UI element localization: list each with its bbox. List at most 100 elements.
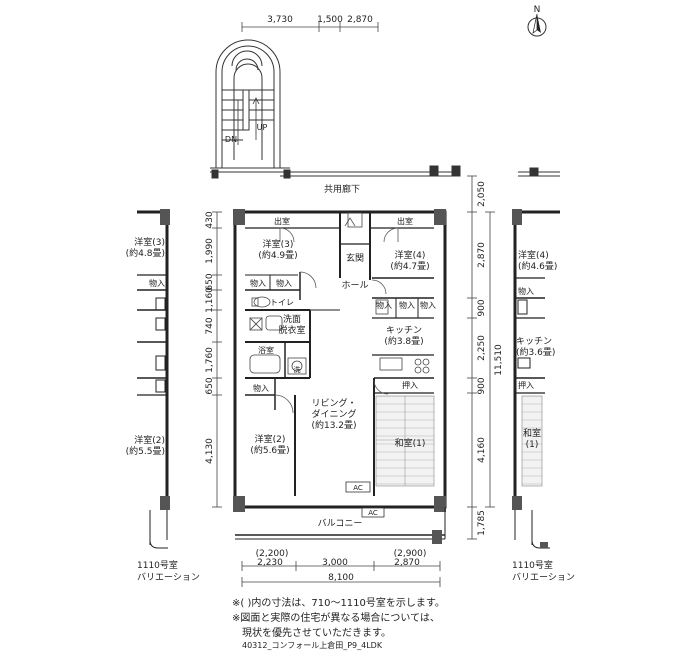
- dim-left-1: 430: [205, 211, 215, 228]
- dim-bottom-paren-2: (2,900): [394, 549, 427, 559]
- main-unit-walls: [233, 209, 447, 512]
- dim-top-1: 3,730: [267, 15, 293, 25]
- balcony-label: バルコニー: [318, 518, 363, 529]
- var-right-bed4-area: (約4.6畳): [518, 260, 557, 272]
- note-3: 現状を優先させていただきます。: [232, 628, 391, 639]
- left-variation-labels: 洋室(3) (約4.8畳) 物入 洋室(2) (約5.5畳) 1110号室 バリ…: [126, 236, 200, 583]
- dim-left-3: 650: [205, 273, 215, 290]
- room-labels: 出室 出室 洋室(3) (約4.9畳) 洋室(4) (約4.7畳) 玄関 ホール…: [250, 216, 436, 529]
- ac-label-balcony: AC: [368, 509, 378, 517]
- kitchen-label: キッチン: [386, 325, 422, 336]
- note-2: ※図面と実際の住宅が異なる場合については、: [232, 613, 440, 624]
- var-left-bed3-area: (約4.8畳): [126, 247, 165, 259]
- dim-top-3: 2,870: [347, 15, 373, 25]
- dim-right-1: 2,050: [477, 181, 487, 207]
- storage-hall: 物入: [376, 300, 392, 310]
- var-left-caption-1: 1110号室: [137, 559, 178, 571]
- bed4-area: (約4.7畳): [390, 260, 429, 272]
- storage-bed3-2: 物入: [276, 278, 292, 288]
- dim-right-2: 2,870: [477, 242, 487, 268]
- dim-bottom-1: 2,230: [257, 558, 283, 568]
- closet-label-bed3: 出室: [274, 216, 290, 226]
- balcony: [235, 507, 446, 544]
- var-right-caption-2: バリエーション: [512, 572, 575, 583]
- closet-label-bed4: 出室: [397, 216, 413, 226]
- hall-label: ホール: [341, 280, 368, 291]
- var-left-caption-2: バリエーション: [137, 572, 200, 583]
- dim-right-5: 900: [477, 377, 487, 394]
- var-left-storage: 物入: [149, 278, 165, 288]
- dim-bottom-total: 8,100: [328, 573, 354, 583]
- storage-bed4-1: 物入: [399, 300, 415, 310]
- var-right-kitchen-area: (約3.6畳): [516, 346, 555, 358]
- left-variation-walls: [137, 209, 170, 549]
- var-right-kitchen-label: キッチン: [516, 336, 552, 347]
- genkan-label: 玄関: [346, 252, 364, 264]
- dim-top-2: 1,500: [317, 15, 343, 25]
- var-right-bed4-label: 洋室(4): [518, 249, 549, 261]
- toilet-label: トイレ: [270, 298, 294, 307]
- left-dimension-ticks: [212, 211, 222, 508]
- var-left-bed2-area: (約5.5畳): [126, 445, 165, 457]
- storage-bed4-2: 物入: [420, 300, 436, 310]
- bed3-label: 洋室(3): [263, 238, 294, 250]
- ac-label-living: AC: [353, 484, 363, 492]
- storage-bed2: 物入: [253, 383, 269, 393]
- corridor: [280, 165, 560, 177]
- dim-left-6: 1,760: [205, 347, 215, 373]
- dim-left-8: 4,130: [205, 438, 215, 464]
- bed2-area: (約5.6畳): [250, 444, 289, 456]
- living-label-2: ダイニング: [311, 408, 356, 420]
- stair-dn-label: DN: [225, 135, 237, 144]
- bottom-dimension-ticks: [241, 561, 441, 587]
- kitchen-area: (約3.8畳): [384, 335, 423, 347]
- washer-label: 洗: [294, 365, 301, 374]
- note-1: ※( )内の寸法は、710～1110号室を示します。: [232, 598, 445, 609]
- var-right-oshiire: 押入: [518, 380, 534, 390]
- living-label-1: リビング・: [311, 397, 356, 409]
- north-compass: N: [527, 5, 547, 37]
- var-left-bed2-label: 洋室(2): [134, 434, 165, 446]
- var-right-storage: 物入: [518, 286, 534, 296]
- top-dimensions: [241, 22, 379, 32]
- ac-unit-balcony: [361, 507, 385, 518]
- dim-right-4: 2,250: [477, 335, 487, 361]
- storage-bed3-1: 物入: [250, 278, 266, 288]
- dim-left-2: 1,990: [205, 238, 215, 264]
- corridor-label: 共用廊下: [324, 183, 360, 195]
- dim-bottom-2: 3,000: [322, 558, 348, 568]
- right-variation-labels: 洋室(4) (約4.6畳) 物入 キッチン (約3.6畳) 押入 和室 (1) …: [512, 249, 575, 583]
- dim-bottom-paren-1: (2,200): [256, 549, 289, 559]
- ac-unit-living: [345, 481, 371, 493]
- north-label: N: [534, 5, 541, 15]
- bed3-area: (約4.9畳): [258, 249, 297, 261]
- bath-label: 浴室: [258, 345, 274, 355]
- dim-left-5: 740: [205, 317, 215, 334]
- datsuishitsu-label: 脱衣室: [278, 324, 305, 336]
- oshiire-label: 押入: [402, 380, 418, 390]
- bed4-label: 洋室(4): [395, 249, 426, 261]
- dim-right-3: 900: [477, 299, 487, 316]
- door-swings: [274, 217, 399, 414]
- var-right-washitsu-label: 和室: [523, 427, 541, 439]
- dim-left-4: 1,160: [205, 287, 215, 313]
- dim-right-6: 4,160: [477, 437, 487, 463]
- stair-up-label: UP: [257, 123, 268, 132]
- dim-right-total: 11,510: [494, 344, 504, 376]
- washitsu-label: 和室(1): [395, 437, 426, 449]
- var-right-washitsu-num: (1): [526, 440, 539, 450]
- footer-code: 40312_コンフォール上倉田_P9_4LDK: [242, 641, 383, 650]
- senmen-label: 洗面: [283, 313, 301, 325]
- dim-right-7: 1,785: [477, 510, 487, 536]
- staircase: [210, 39, 291, 179]
- right-dimension-ticks: [467, 175, 495, 540]
- dim-bottom-3: 2,870: [394, 558, 420, 568]
- dim-left-7: 650: [205, 377, 215, 394]
- var-left-bed3-label: 洋室(3): [134, 236, 165, 248]
- right-variation-walls: [512, 209, 560, 549]
- fixtures: [249, 212, 430, 375]
- bed2-label: 洋室(2): [255, 433, 286, 445]
- living-area: (約13.2畳): [311, 419, 356, 431]
- var-right-caption-1: 1110号室: [512, 559, 553, 571]
